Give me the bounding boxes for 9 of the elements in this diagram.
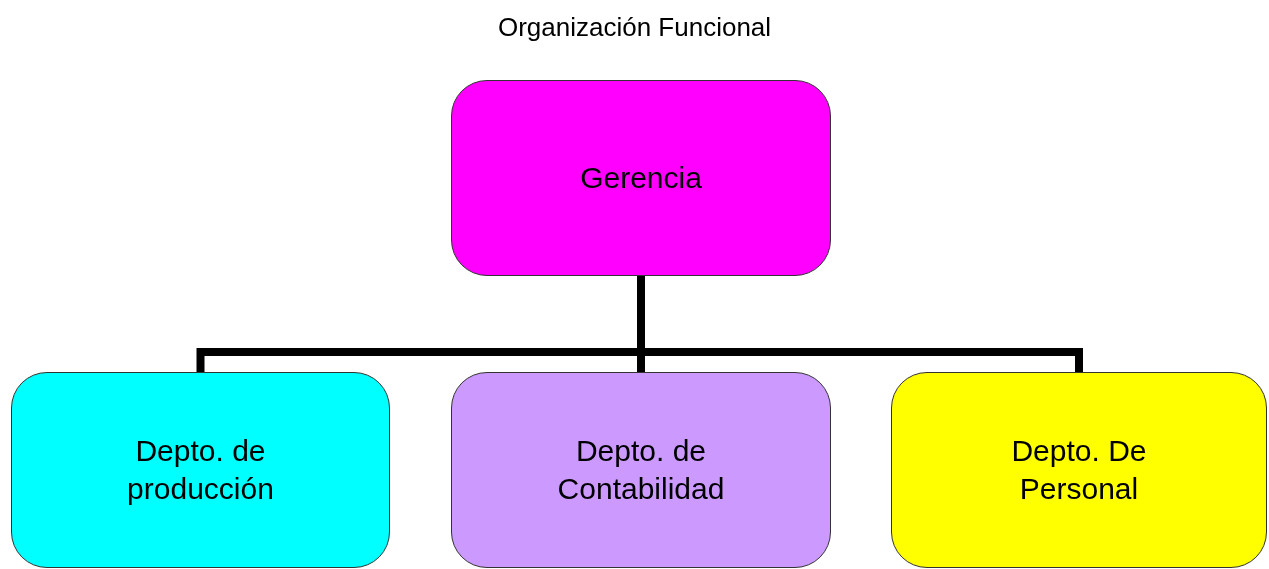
box-label: Depto. De Personal [1010, 433, 1148, 507]
org-box [891, 372, 1267, 568]
org-box [451, 80, 831, 276]
diagram-title: Organización Funcional [496, 11, 773, 44]
box-label: Gerencia [580, 160, 702, 196]
box-label: Depto. de producción [126, 433, 275, 507]
org-box [11, 372, 390, 568]
box-label: Depto. de Contabilidad [556, 433, 726, 507]
org-box [451, 372, 831, 568]
